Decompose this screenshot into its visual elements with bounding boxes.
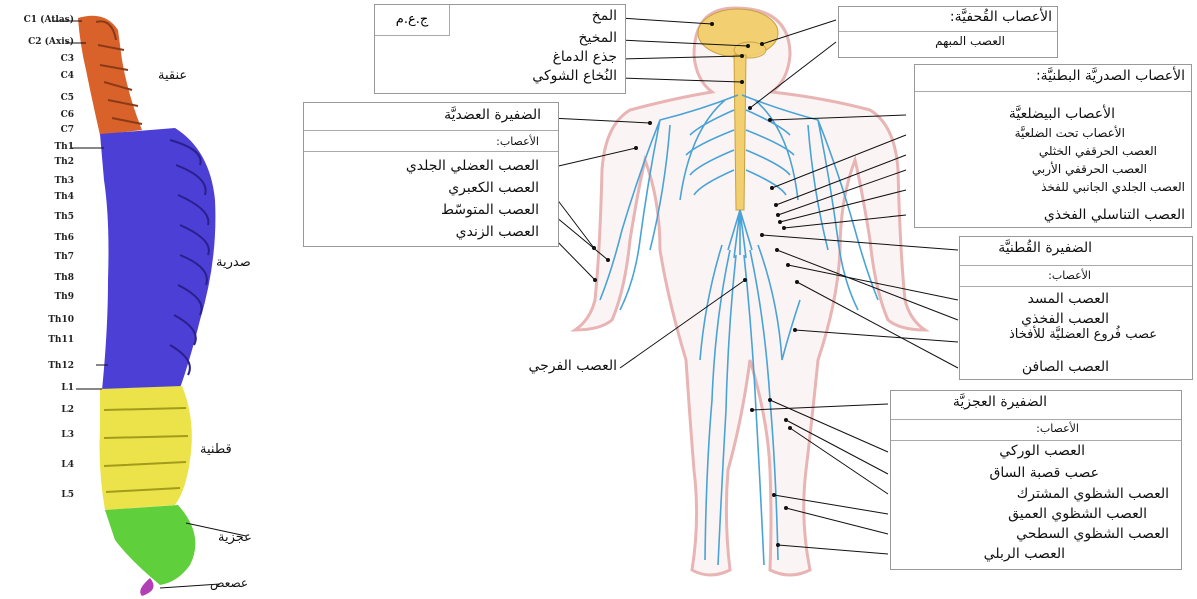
vertebra-label: Th10 [48, 315, 74, 325]
brachial-item-4: العصب الزندي [456, 224, 539, 240]
thoracoabdominal-item-5: العصب الجلدي الجانبي للفخذ [1041, 180, 1185, 194]
lumbar-title: الضفيرة القُطنيَّة [998, 240, 1092, 256]
vertebra-label: L4 [61, 460, 74, 470]
region-label-cervical: عنقية [158, 68, 187, 83]
cns-brainstem-label: جذع الدماغ [553, 49, 617, 65]
vertebra-label: Th9 [54, 292, 74, 302]
vertebra-label: Th4 [54, 192, 74, 202]
sacral-item-4: العصب الشظوي العميق [1008, 506, 1147, 522]
vertebra-label: Th5 [54, 212, 74, 222]
vertebra-label: Th8 [54, 273, 74, 283]
sacral-item-6: العصب الربلي [984, 546, 1065, 562]
cranial-title: الأعصاب القُحفيَّة: [950, 9, 1052, 25]
vertebra-label: L2 [61, 405, 74, 415]
vertebra-label: C1 (Atlas) [24, 15, 74, 25]
lumbar-item-1: العصب المسد [1028, 291, 1109, 307]
lumbar-item-4: العصب الصافن [1022, 359, 1109, 375]
lumbar-item-3: عصب فُروع العضليَّة للأفخاذ [997, 328, 1157, 342]
spine-coccyx-section [140, 578, 153, 596]
cns-cerebellum-label: المخيخ [578, 30, 617, 46]
spine-lumbar-section [100, 386, 192, 510]
spine-thoracic-section [100, 128, 215, 390]
vertebra-label: C3 [61, 54, 74, 64]
sacral-title: الضفيرة العجزيَّة [953, 394, 1047, 410]
vertebra-label: Th7 [54, 252, 74, 262]
brachial-item-1: العصب العضلي الجلدي [406, 158, 539, 174]
vertebra-label: Th6 [54, 233, 74, 243]
vertebra-label: Th11 [48, 335, 74, 345]
vertebra-label: L5 [61, 490, 74, 500]
thoracoabdominal-item-2: الأعصاب تحت الضلعيَّة [1015, 126, 1125, 140]
thoracoabdominal-item-4: العصب الحرقفي الأربي [1032, 162, 1147, 176]
vertebra-label: C5 [61, 93, 74, 103]
sacral-item-2: عصب قصبة الساق [990, 465, 1099, 481]
sacral-item-3: العصب الشظوي المشترك [1017, 486, 1169, 502]
spinal-cord-shape [734, 55, 746, 210]
spine-cervical-section [78, 16, 142, 135]
sacral-item-1: العصب الوركي [999, 443, 1085, 459]
lumbar-subtitle: الأعصاب: [1048, 269, 1091, 282]
vertebra-label: Th12 [48, 361, 74, 371]
region-label-sacral: عجزية [218, 530, 252, 545]
brachial-item-2: العصب الكعبري [448, 180, 539, 196]
thoracoabdominal-item-1: الأعصاب البيضلعيَّة [1009, 106, 1115, 122]
region-label-thoracic: صدرية [216, 255, 251, 270]
vertebra-label: Th3 [54, 176, 74, 186]
cns-tag: ج.ع.م [375, 5, 450, 36]
cranial-vagus-label: العصب المبهم [935, 34, 1005, 48]
cns-brain-label: المخ [592, 8, 617, 24]
pudendal-label: العصب الفرجي [528, 358, 617, 374]
spine-column [78, 16, 215, 596]
sacral-item-5: العصب الشظوي السطحي [1016, 526, 1169, 542]
brachial-subtitle: الأعصاب: [496, 135, 539, 148]
vertebra-label: C7 [61, 125, 74, 135]
thoracoabdominal-title: الأعصاب الصدريَّة البطنيَّة: [1036, 68, 1185, 84]
spine-sacral-section [105, 505, 195, 585]
region-label-lumbar: قطنية [200, 442, 232, 457]
thoracoabdominal-item-6: العصب التناسلي الفخذي [1044, 207, 1185, 223]
cns-spinal-cord-label: النُخاع الشوكي [532, 68, 617, 84]
vertebra-label: Th2 [54, 157, 74, 167]
vertebra-label: L1 [61, 383, 74, 393]
lumbar-item-2: العصب الفخذي [1021, 311, 1109, 327]
sacral-subtitle: الأعصاب: [1036, 422, 1079, 435]
vertebra-label: C4 [61, 71, 74, 81]
vertebra-label: C2 (Axis) [28, 37, 74, 47]
brachial-title: الضفيرة العضديَّة [444, 107, 541, 123]
vertebra-label: C6 [61, 110, 74, 120]
vertebra-label: Th1 [54, 142, 74, 152]
region-label-coccyx: عصعص [210, 576, 248, 590]
thoracoabdominal-item-3: العصب الحرقفي الخثلي [1039, 144, 1157, 158]
vertebra-label: L3 [61, 430, 74, 440]
brachial-item-3: العصب المتوسّط [441, 202, 539, 218]
